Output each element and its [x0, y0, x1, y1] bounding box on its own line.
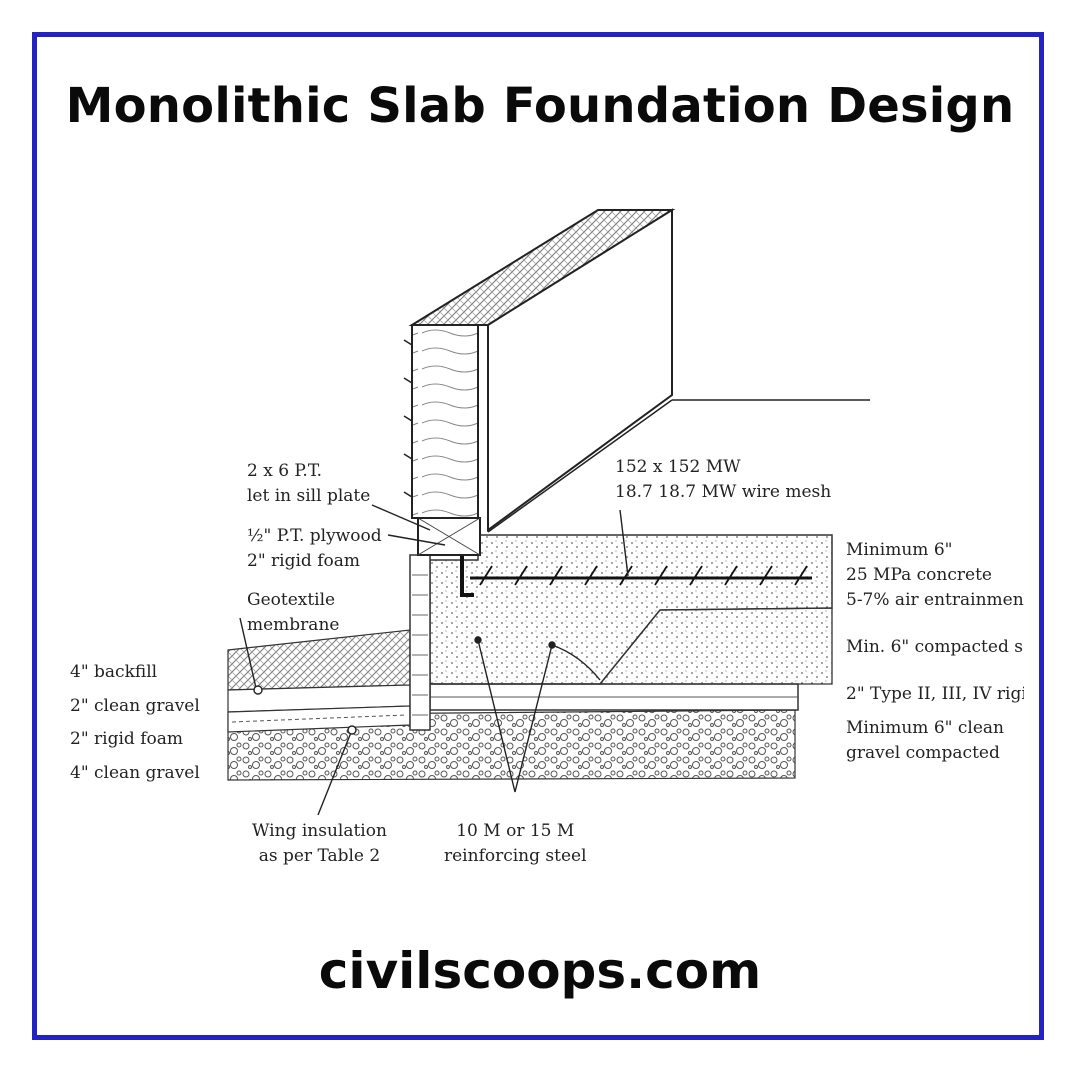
page-title: Monolithic Slab Foundation Design [65, 78, 1015, 134]
label-reinforcing-steel: 10 M or 15 M reinforcing steel [444, 821, 587, 866]
label-left-layers: 4" backfill 2" clean gravel 2" rigid foa… [70, 662, 200, 783]
label-geotextile: Geotextile membrane [247, 590, 340, 635]
label-concrete: Minimum 6" 25 MPa concrete 5-7% air entr… [846, 540, 1024, 610]
label-rigid-type: 2" Type II, III, IV rigic [846, 684, 1024, 704]
wall [403, 208, 870, 533]
label-gravel: Minimum 6" clean gravel compacted [846, 718, 1004, 763]
label-wing-insulation: Wing insulation as per Table 2 [252, 821, 387, 866]
leader-lines [239, 504, 629, 816]
wire-mesh [460, 540, 812, 597]
site-footer: civilscoops.com [318, 942, 762, 1000]
label-sill-plate: 2 x 6 P.T. let in sill plate [247, 461, 371, 506]
perimeter-foam [409, 554, 431, 731]
sill-plate [417, 517, 481, 556]
rigid-foam-under-slab [429, 683, 799, 711]
label-compacted: Min. 6" compacted s [846, 637, 1023, 657]
gravel-base-layer [227, 709, 796, 781]
label-wire-mesh: 152 x 152 MW 18.7 18.7 MW wire mesh [615, 457, 832, 502]
backfill-layers [227, 629, 411, 733]
label-plywood-foam: ½" P.T. plywood 2" rigid foam [247, 526, 382, 571]
